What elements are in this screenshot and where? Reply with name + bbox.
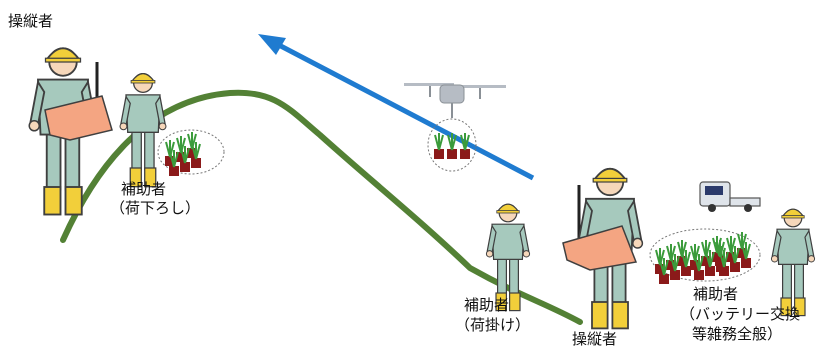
seedling-tray-carried-icon: [427, 118, 477, 172]
label-assistant-load-1: 補助者: [464, 296, 510, 314]
seedling-trays-stack-icon: [649, 228, 761, 284]
label-operator-bottom: 操縦者: [572, 330, 618, 348]
label-assistant-misc-1: 補助者: [693, 285, 739, 303]
label-operator-top: 操縦者: [8, 12, 54, 30]
truck-icon: [699, 181, 761, 212]
label-assistant-unload-1: 補助者: [121, 180, 167, 198]
drone-icon: [404, 83, 506, 118]
operator-bottom-icon: [562, 167, 644, 330]
seedling-tray-icon: [157, 129, 225, 176]
remote-controller-icon: [44, 95, 113, 141]
flight-direction-arrow: [258, 34, 535, 181]
label-assistant-misc-2: （バッテリー交換: [680, 305, 801, 323]
label-assistant-unload-2: （荷下ろし）: [110, 199, 201, 217]
assistant-unload-icon: [119, 73, 167, 188]
label-assistant-misc-3: 等雑務全般）: [692, 325, 783, 343]
remote-controller-icon-2: [562, 225, 638, 271]
label-assistant-load-2: （荷掛け）: [455, 316, 531, 334]
operator-top-icon: [28, 47, 113, 216]
assistant-misc-icon: [770, 208, 816, 317]
